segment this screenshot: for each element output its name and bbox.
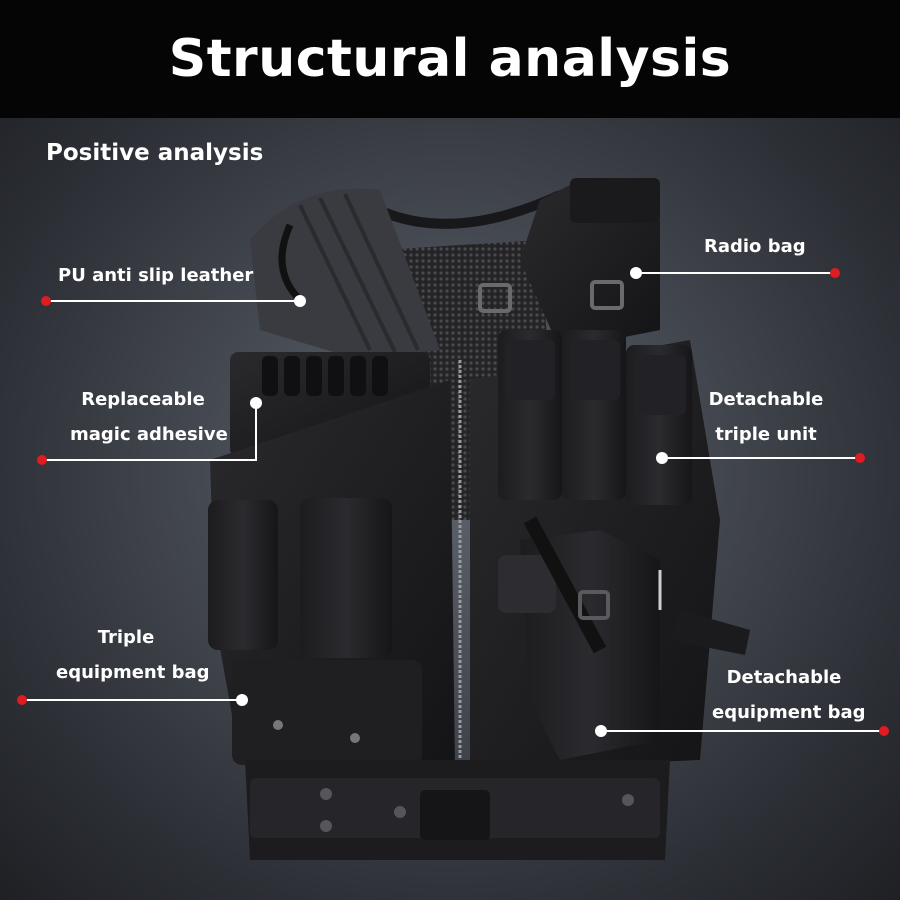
callout-radio-bag: Radio bag xyxy=(704,229,806,264)
callout-line-2: magic adhesive xyxy=(70,424,228,445)
callout-line-1: Detachable xyxy=(708,389,824,410)
callout-text: Radio bag xyxy=(704,236,806,257)
callout-text: PU anti slip leather xyxy=(58,265,254,286)
title-banner: Structural analysis xyxy=(0,0,900,118)
shoulder-pad-left xyxy=(250,188,440,360)
callout-line-2: equipment bag xyxy=(712,702,866,723)
callout-pu-anti-slip-leather: PU anti slip leather xyxy=(58,258,253,293)
callout-detachable-triple-unit: Detachable triple unit xyxy=(706,382,826,452)
callout-detachable-equipment-bag: Detachable equipment bag xyxy=(712,660,866,730)
callout-line-2: equipment bag xyxy=(56,662,210,683)
callout-replaceable-magic-adhesive: Replaceable magic adhesive xyxy=(70,382,228,452)
callout-triple-equipment-bag: Triple equipment bag xyxy=(56,620,210,690)
callout-line-2: triple unit xyxy=(715,424,817,445)
callout-line-1: Replaceable xyxy=(81,389,205,410)
page-title: Structural analysis xyxy=(168,29,732,89)
section-subtitle: Positive analysis xyxy=(46,140,264,166)
callout-line-1: Triple xyxy=(97,627,155,648)
callout-line-1: Detachable xyxy=(726,667,842,688)
